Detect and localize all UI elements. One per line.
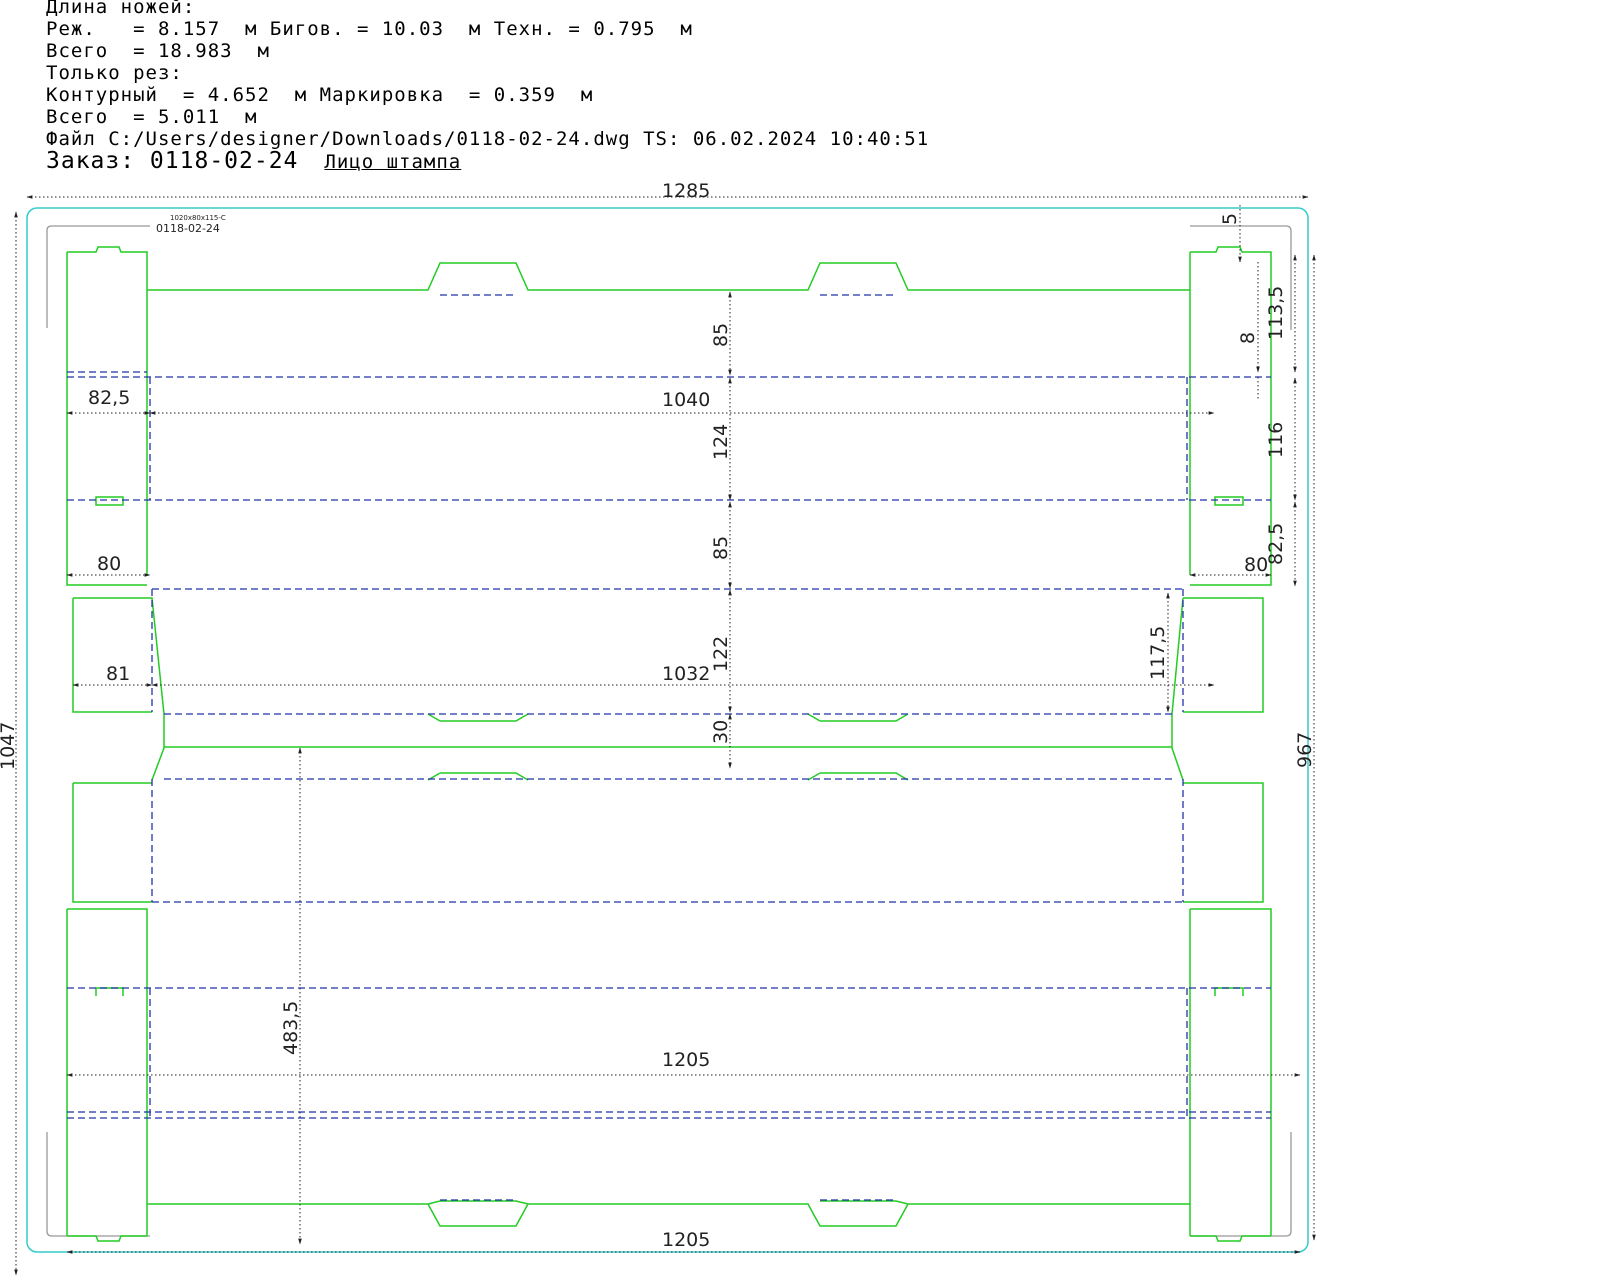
dim-panel-1: 124 <box>710 424 732 460</box>
dim-inner-width-1: 1040 <box>662 389 710 411</box>
order-label: Заказ: 0118-02-24 <box>46 148 299 174</box>
dim-panel-2: 85 <box>710 536 732 560</box>
dimension-labels: 1285 1047 967 5 85 124 85 122 30 483,5 1… <box>0 180 1316 1251</box>
dim-inner-width-2: 1032 <box>662 663 710 685</box>
dim-side-flap-1: 113,5 <box>1265 286 1287 340</box>
stamp-mark: 1020x80x115-C 0118-02-24 <box>156 214 226 235</box>
dim-top-margin: 5 <box>1219 213 1241 225</box>
grand-total-line: Всего = 18.983 м <box>46 40 270 62</box>
dim-side-flap-2: 116 <box>1265 422 1287 458</box>
dim-panel-3: 122 <box>710 636 732 672</box>
cut-only-label: Только рез: <box>46 62 183 84</box>
rule-edge-corners <box>46 225 1292 1237</box>
dim-side-gap: 8 <box>1237 332 1259 344</box>
stamp-line-1: 1020x80x115-C <box>170 214 226 222</box>
dim-right-depth: 117,5 <box>1147 626 1169 680</box>
dim-overall-height: 1047 <box>0 722 19 770</box>
dim-right-flap: 80 <box>1244 554 1268 576</box>
stamp-line-2: 0118-02-24 <box>156 222 220 235</box>
order-line: Заказ: 0118-02-24 Лицо штампа <box>46 148 462 174</box>
dim-bottom-depth: 483,5 <box>280 1001 302 1055</box>
totals-line: Реж. = 8.157 м Бигов. = 10.03 м Техн. = … <box>46 18 693 40</box>
dim-strip: 30 <box>710 720 732 744</box>
dim-top-flap: 85 <box>710 323 732 347</box>
dim-inner-height: 967 <box>1294 732 1316 768</box>
contour-line: Контурный = 4.652 м Маркировка = 0.359 м <box>46 84 594 106</box>
dim-side-flap-3: 82,5 <box>1265 523 1287 565</box>
file-path-line: Файл C:/Users/designer/Downloads/0118-02… <box>46 128 930 150</box>
cut-total-line: Всего = 5.011 м <box>46 106 258 128</box>
knife-length-label: Длина ножей: <box>46 0 196 18</box>
dim-overall-width: 1285 <box>662 180 710 202</box>
dim-left-flap-1: 82,5 <box>88 387 130 409</box>
dim-left-flap-2: 80 <box>97 553 121 575</box>
crease-lines <box>67 294 1271 1201</box>
dimension-lines <box>14 195 1316 1276</box>
die-face-label: Лицо штампа <box>324 151 462 173</box>
dim-blank-width-2: 1205 <box>662 1229 710 1251</box>
dim-blank-width-1: 1205 <box>662 1049 710 1071</box>
outer-frame <box>26 207 1309 1253</box>
cut-lines <box>66 246 1272 1242</box>
dim-left-flap-3: 81 <box>106 663 130 685</box>
